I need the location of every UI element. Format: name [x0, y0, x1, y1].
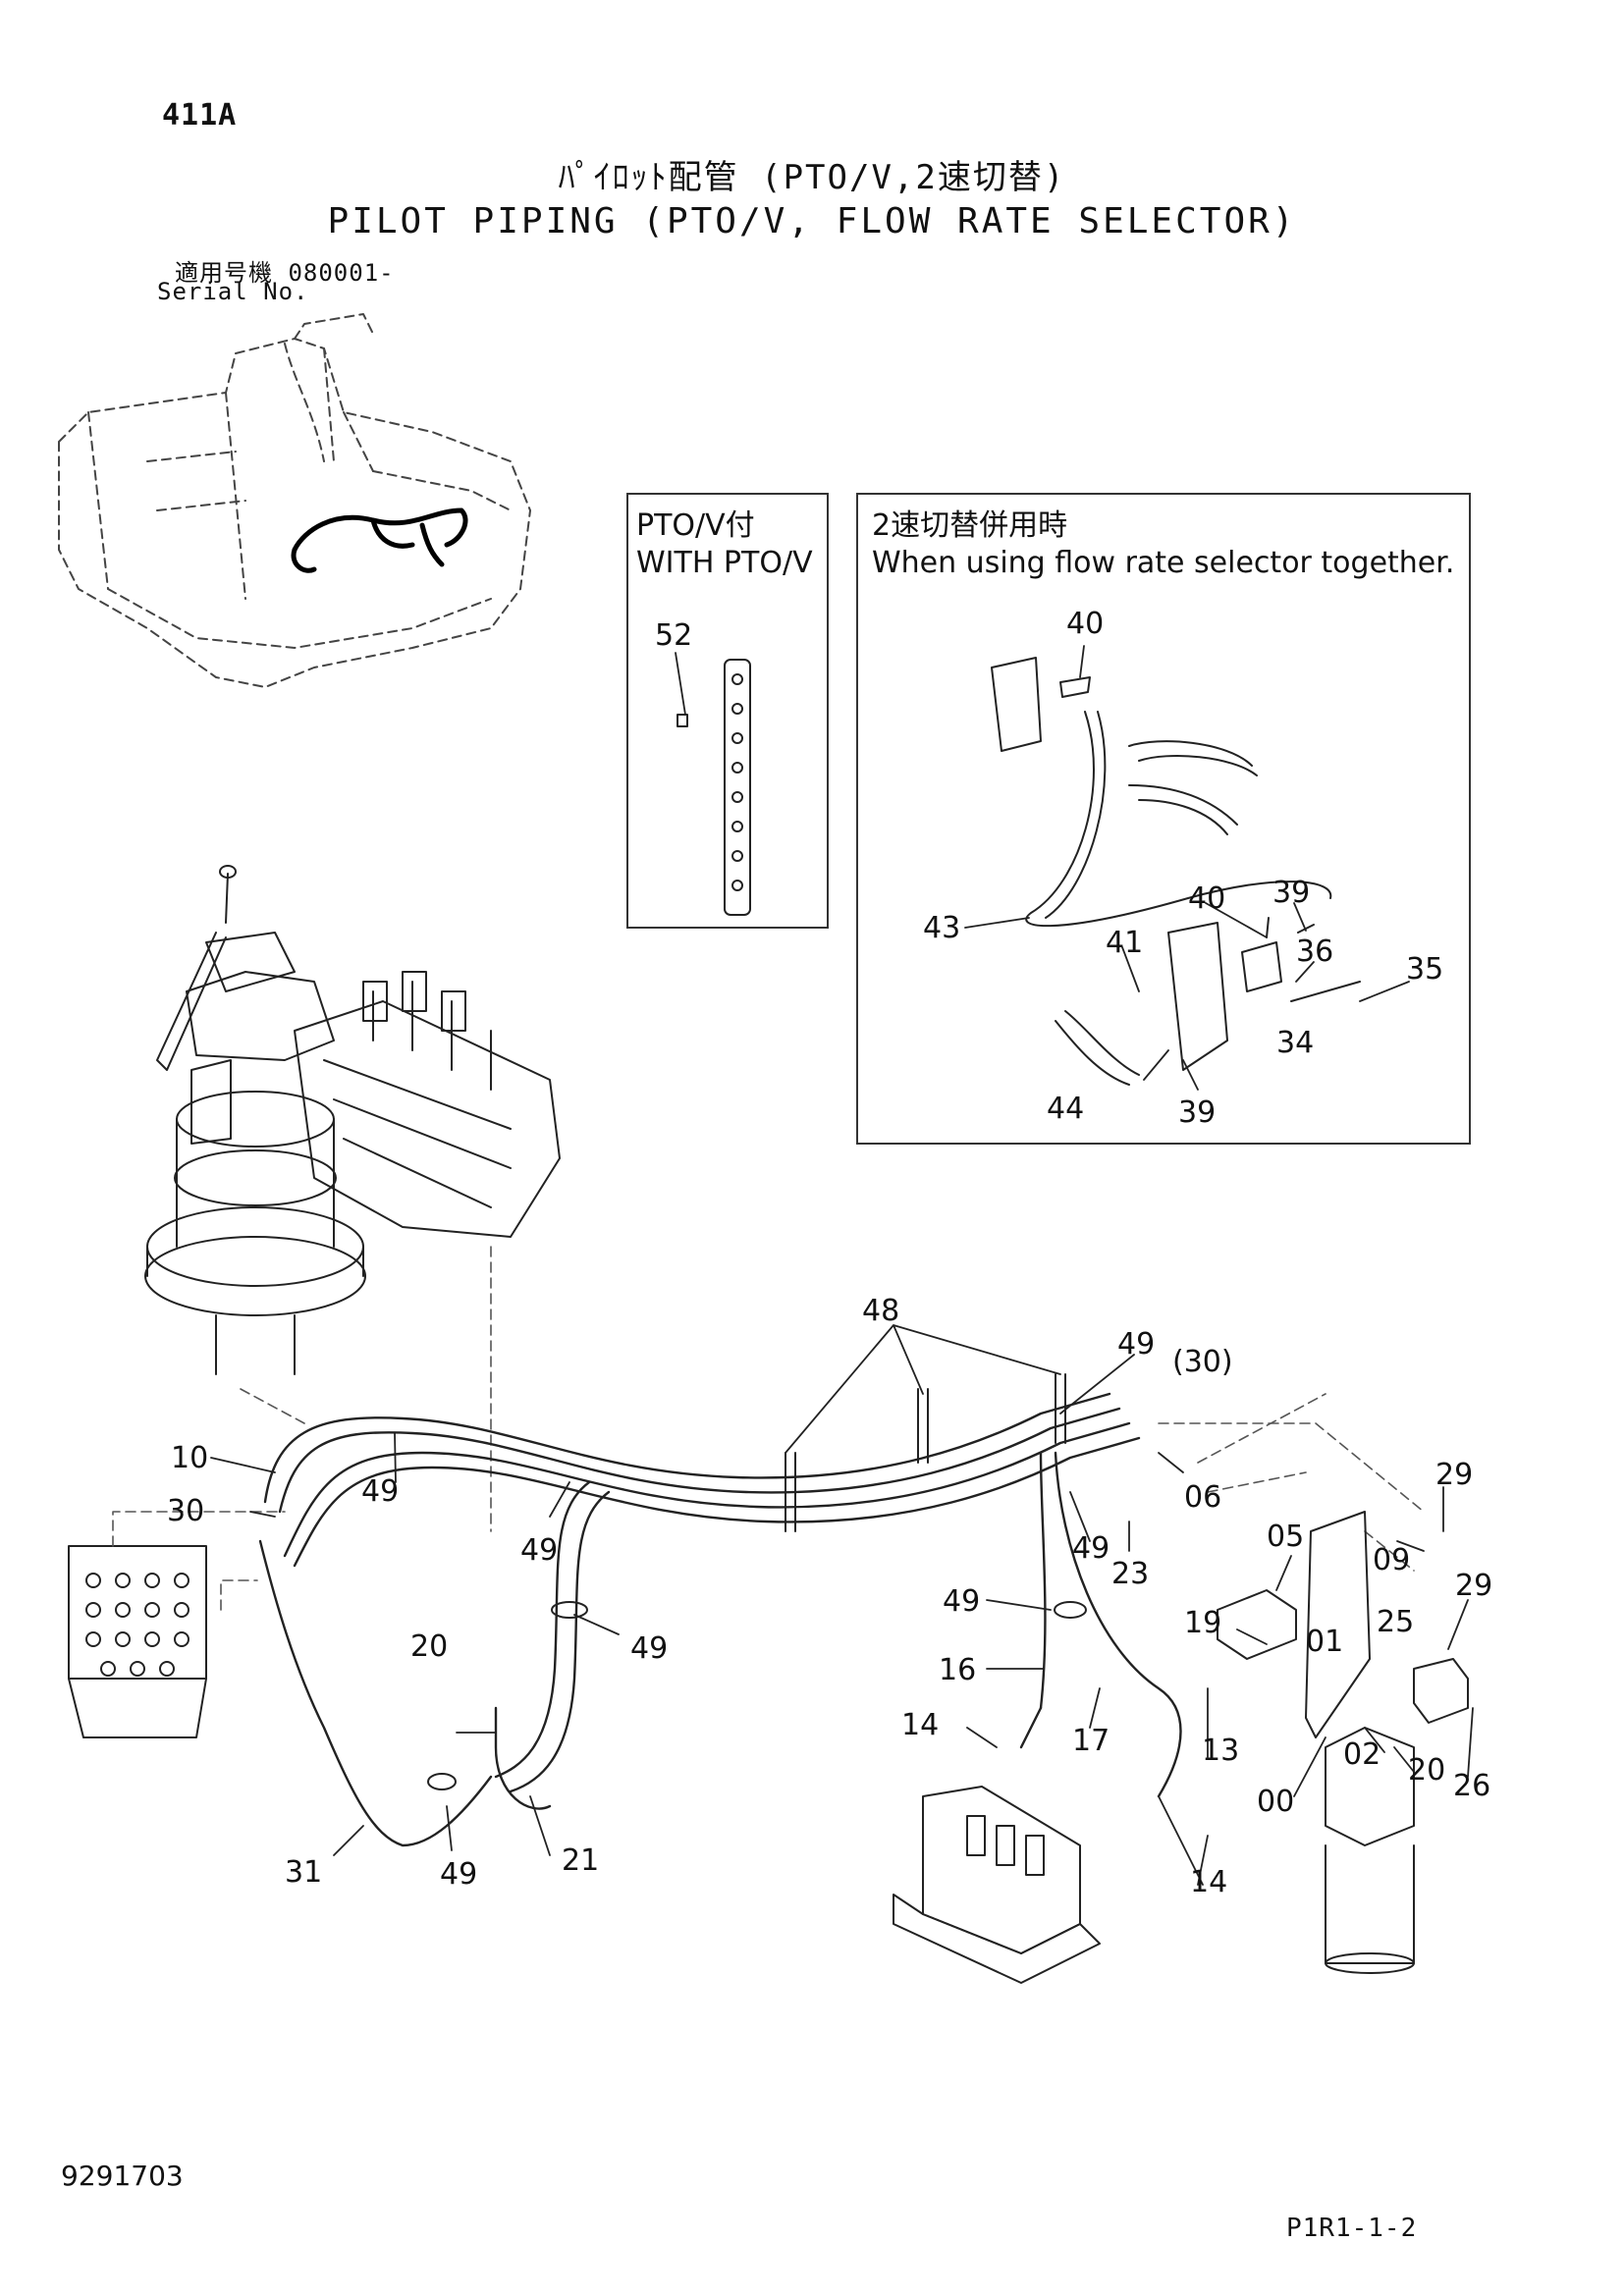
callout-35: 35 — [1406, 952, 1444, 987]
callout-49: 49 — [520, 1533, 559, 1568]
callout-14: 14 — [1190, 1865, 1228, 1899]
callout-25: 25 — [1377, 1605, 1415, 1639]
callout-49: 49 — [361, 1474, 400, 1509]
page-reference: P1R1-1-2 — [1286, 2214, 1418, 2243]
hose-bundle — [258, 1392, 1182, 1847]
callout-49: 49 — [1072, 1531, 1110, 1566]
pilot-valve-block-drawing — [68, 1545, 207, 1738]
callout-leaders — [210, 645, 1474, 1886]
callout-19: 19 — [1184, 1606, 1222, 1640]
inset-flow-label-en: When using flow rate selector together. — [872, 546, 1455, 580]
flow-selector-inset-drawing — [991, 657, 1361, 1086]
inset-box-flow-selector — [856, 493, 1471, 1145]
callout-09: 09 — [1373, 1543, 1411, 1577]
callout-05: 05 — [1267, 1520, 1305, 1554]
callout-10: 10 — [171, 1441, 209, 1475]
callout-44: 44 — [1047, 1092, 1085, 1126]
inset-flow-label-jp: 2速切替併用時 — [872, 508, 1068, 543]
callout-26: 26 — [1453, 1769, 1491, 1803]
callout-39: 39 — [1272, 876, 1311, 910]
inset-pto-label-en: WITH PTO/V — [636, 546, 813, 580]
callout-23: 23 — [1111, 1557, 1150, 1591]
callout-36: 36 — [1296, 934, 1334, 969]
callout-01: 01 — [1306, 1625, 1344, 1659]
callout-14: 14 — [901, 1708, 940, 1742]
control-valve-drawing — [294, 971, 561, 1238]
callout-40: 40 — [1066, 607, 1105, 641]
callout-20: 20 — [410, 1629, 449, 1664]
callout-13: 13 — [1202, 1734, 1240, 1768]
callout-21: 21 — [562, 1843, 600, 1878]
callout-00: 00 — [1257, 1785, 1295, 1819]
hose-clamps — [427, 1373, 1087, 1790]
callout-41: 41 — [1106, 926, 1144, 960]
callout-20: 20 — [1408, 1753, 1446, 1788]
callout-49: 49 — [1117, 1327, 1156, 1362]
callout-17: 17 — [1072, 1724, 1110, 1758]
machine-outline-drawing — [58, 313, 531, 688]
inset-box-pto-valve — [626, 493, 829, 929]
pto-manifold-drawing — [677, 659, 751, 916]
callout-48: 48 — [862, 1294, 900, 1328]
page-code: 411A — [162, 98, 238, 133]
callout-40: 40 — [1188, 881, 1226, 916]
callout-31: 31 — [285, 1855, 323, 1890]
lower-pilot-valve-drawing — [893, 1786, 1101, 1984]
callout-29: 29 — [1455, 1569, 1493, 1603]
callout-34: 34 — [1276, 1026, 1315, 1060]
callout-49: 49 — [630, 1631, 669, 1666]
serial-label-english: Serial No. — [157, 278, 309, 305]
callout-49: 49 — [943, 1584, 981, 1619]
title-english: PILOT PIPING (PTO/V, FLOW RATE SELECTOR) — [327, 201, 1297, 241]
callout-39: 39 — [1178, 1095, 1217, 1130]
callout-43: 43 — [923, 911, 961, 945]
serial-label-japanese: 適用号機 080001- — [175, 259, 395, 287]
callout-30: 30 — [167, 1494, 205, 1528]
title-japanese: ﾊﾟｲﾛｯﾄ配管 (PTO/V,2速切替) — [558, 158, 1066, 197]
document-number: 9291703 — [61, 2160, 184, 2192]
inset-pto-label-jp: PTO/V付 — [636, 508, 755, 543]
callout-29: 29 — [1435, 1458, 1474, 1492]
callout-16: 16 — [939, 1653, 977, 1687]
callout-30-ref: (30) — [1172, 1345, 1233, 1379]
wire-harness-drawing — [291, 507, 468, 573]
callout-49: 49 — [440, 1857, 478, 1892]
callout-02: 02 — [1343, 1737, 1381, 1772]
callout-06: 06 — [1184, 1480, 1222, 1515]
swing-motor-drawing — [144, 865, 366, 1375]
callout-52: 52 — [655, 618, 693, 653]
